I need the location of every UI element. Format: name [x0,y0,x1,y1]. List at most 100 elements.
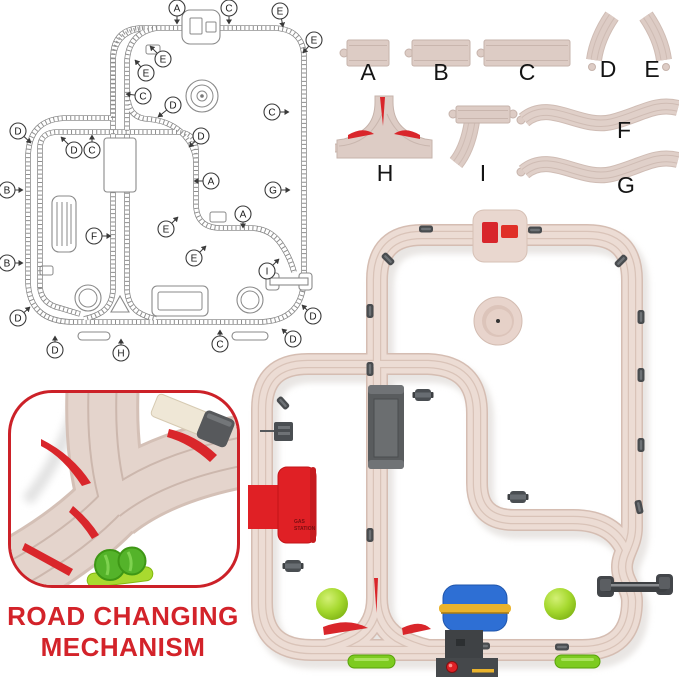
svg-text:A: A [240,210,247,221]
svg-text:C: C [216,340,223,351]
diagram-roundabout-right [236,286,264,314]
diagram-callout-c: C [211,329,229,353]
svg-text:G: G [269,186,277,197]
track-clip [366,304,374,318]
diagram-y-switch [110,294,130,313]
track-clip [419,225,433,233]
svg-text:D: D [51,346,58,357]
svg-text:E: E [143,69,150,80]
switch-mark [348,130,374,139]
green-bar-left [347,654,396,669]
diagram-callout-c: C [263,103,290,121]
switch-marks [22,429,217,576]
diagram-callout-b: B [0,254,24,272]
track-clip [637,368,645,382]
svg-text:F: F [91,232,97,243]
part-piece-b [404,39,471,67]
gas-station: GAS STATION [248,466,317,544]
blue-station [439,584,511,632]
svg-text:D: D [14,127,21,138]
part-label-f: F [617,117,631,143]
track-clip [366,528,374,542]
diagram-callout-d: D [281,328,302,348]
diagram-callout-d: D [60,136,83,159]
mechanism-closeup [11,393,237,585]
signal [412,389,434,401]
square-sign [260,422,293,441]
svg-text:E: E [311,36,318,47]
svg-text:C: C [268,108,275,119]
diagram-callout-d: D [9,306,31,327]
part-label-c: C [519,59,536,85]
svg-text:D: D [169,101,176,112]
road-changing-switch-marks [323,578,431,635]
green-ball-right [544,588,576,620]
diagram-callout-d: D [188,127,210,148]
diagram-callout-d: D [301,304,322,325]
caption-line2: MECHANISM [40,632,206,662]
svg-text:E: E [277,7,284,18]
svg-text:B: B [4,259,11,270]
part-piece-d [586,11,619,71]
diagram-callout-e: E [149,45,172,68]
diagram-bridge [51,195,77,253]
diagram-callout-d: D [157,96,182,118]
svg-text:B: B [4,186,11,197]
diagram-spiral [185,79,219,113]
diagram-callout-b: B [0,181,24,199]
barrier-gate [597,574,673,597]
diagram-callout-e: E [271,2,289,28]
track-clip [366,362,374,376]
diagram-bottom-station [151,285,209,317]
svg-text:D: D [197,132,204,143]
part-label-i: I [480,160,486,186]
tunnel-piece [368,385,404,469]
track-clip [555,643,569,651]
svg-text:D: D [14,314,21,325]
track-clip [637,438,645,452]
red-block-horizontal [501,225,518,238]
station-platform [472,209,528,263]
tree-bush [86,546,154,585]
red-block-vertical [482,222,498,243]
svg-text:C: C [225,4,232,15]
assembled-track-render: GAS STATION [248,209,673,677]
diagram-pill-left [77,331,111,341]
diagram-accessories [39,9,313,341]
signal [507,491,529,503]
signal [282,560,304,572]
diagram-crossing-piece [265,272,313,291]
switch-mark [380,97,385,126]
diagram-callout-d: D [46,335,64,359]
gas-station-text-line1: GAS [294,519,306,525]
svg-text:H: H [117,349,124,360]
track-clip [637,310,645,324]
diagram-callout-e: E [157,216,179,238]
diagram-roundabout-left [74,284,102,312]
caption: ROAD CHANGING MECHANISM [0,601,246,663]
junction-track [11,393,237,585]
diagram-top-station [181,9,221,45]
train-car-edge [150,393,235,448]
part-label-h: H [377,160,394,186]
svg-text:C: C [139,92,146,103]
part-piece-a [339,39,390,67]
diagram-callout-d: D [9,122,32,144]
part-label-a: A [360,59,376,85]
part-piece-i [448,105,518,168]
track-clip [528,226,542,234]
diagram-callout-e: E [134,59,155,82]
part-label-g: G [617,172,635,198]
caption-line1: ROAD CHANGING [7,601,239,631]
diagram-callout-a: A [193,172,220,190]
roundabout-bowl [473,296,523,346]
part-label-d: D [600,56,617,82]
svg-text:D: D [70,146,77,157]
part-piece-e [639,11,672,71]
svg-text:E: E [163,225,170,236]
switch-mark [394,130,420,139]
crossing-yellow-stripe [472,669,494,673]
